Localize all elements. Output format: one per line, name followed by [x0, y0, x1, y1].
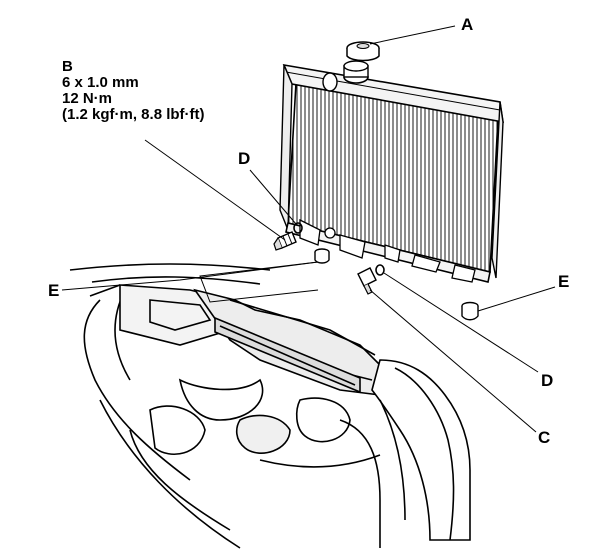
leader-lines — [61, 25, 556, 433]
radiator — [279, 60, 504, 283]
callout-b: B — [62, 58, 73, 75]
lower-cushion-left — [314, 248, 330, 264]
callout-d-lower: D — [541, 371, 554, 390]
radiator-cap — [346, 41, 380, 62]
lower-cushion-right — [461, 301, 479, 321]
engine-bay — [69, 263, 471, 549]
callout-d-upper: D — [238, 149, 251, 168]
torque-nm: 12 N·m — [62, 90, 113, 107]
o-ring-upper — [293, 222, 303, 234]
o-ring-lower — [375, 264, 385, 276]
torque-alt: (1.2 kgf·m, 8.8 lbf·ft) — [62, 106, 205, 123]
temperature-switch — [357, 267, 377, 295]
callout-e-left: E — [48, 281, 60, 300]
callout-c: C — [538, 428, 551, 447]
drain-plug — [273, 231, 297, 251]
torque-spec-block: B 6 x 1.0 mm 12 N·m (1.2 kgf·m, 8.8 lbf·… — [62, 59, 205, 123]
callout-e-right: E — [558, 272, 570, 291]
bolt-size: 6 x 1.0 mm — [62, 74, 139, 91]
callout-a: A — [461, 15, 474, 34]
